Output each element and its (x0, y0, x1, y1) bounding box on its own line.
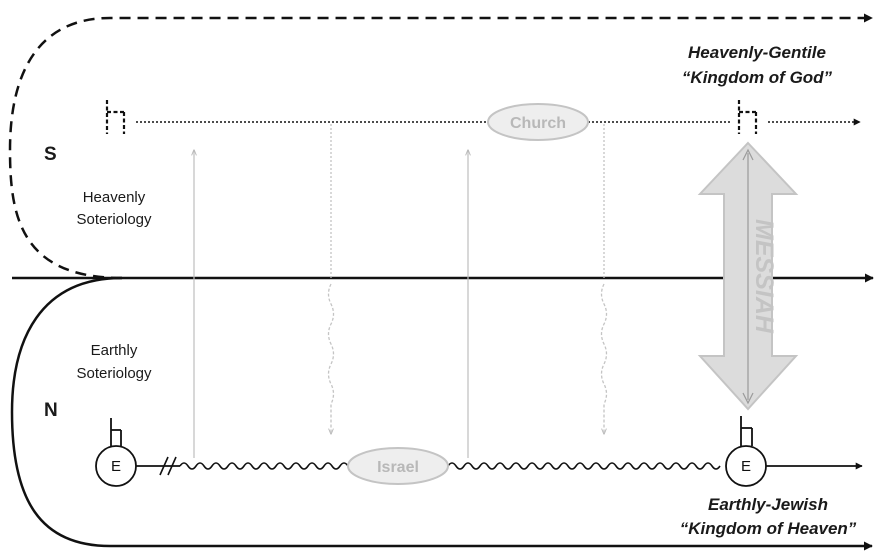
n-letter: N (44, 400, 58, 421)
earthly-label-2: Soteriology (76, 365, 152, 382)
earthly-label-1: Earthly (91, 342, 138, 359)
heavenly-label-2: Soteriology (76, 211, 152, 228)
heavenly-label-1: Heavenly (83, 189, 146, 206)
throne-icon (105, 100, 126, 134)
e-left-label: E (111, 458, 121, 475)
throne-icon (110, 418, 122, 446)
e-circle-right (725, 445, 767, 487)
israel-badge: Israel (347, 447, 449, 485)
church-badge: Church (487, 103, 589, 141)
messiah-double-arrow: MESSIAH (697, 141, 799, 411)
church-label: Church (510, 115, 566, 132)
e-right-label: E (741, 458, 751, 475)
throne-icon (737, 100, 758, 134)
earthly-path-solid (10, 276, 873, 551)
messiah-label: MESSIAH (750, 219, 778, 334)
top-title-line2: “Kingdom of God” (682, 68, 833, 87)
s-letter: S (44, 144, 57, 165)
break-mark (159, 456, 177, 476)
e-circle-left (95, 445, 137, 487)
throne-icon (740, 416, 753, 446)
descend-wavy-1 (327, 283, 335, 434)
israel-label: Israel (377, 459, 419, 476)
heavenly-path-dashed (8, 13, 873, 280)
top-title-line1: Heavenly-Gentile (688, 43, 826, 62)
earthly-wavy-line-1 (179, 462, 349, 470)
bottom-title-line2: “Kingdom of Heaven” (680, 519, 857, 538)
bottom-title-line1: Earthly-Jewish (708, 495, 828, 514)
earthly-wavy-line-2 (447, 462, 721, 470)
descend-wavy-2 (600, 283, 608, 434)
